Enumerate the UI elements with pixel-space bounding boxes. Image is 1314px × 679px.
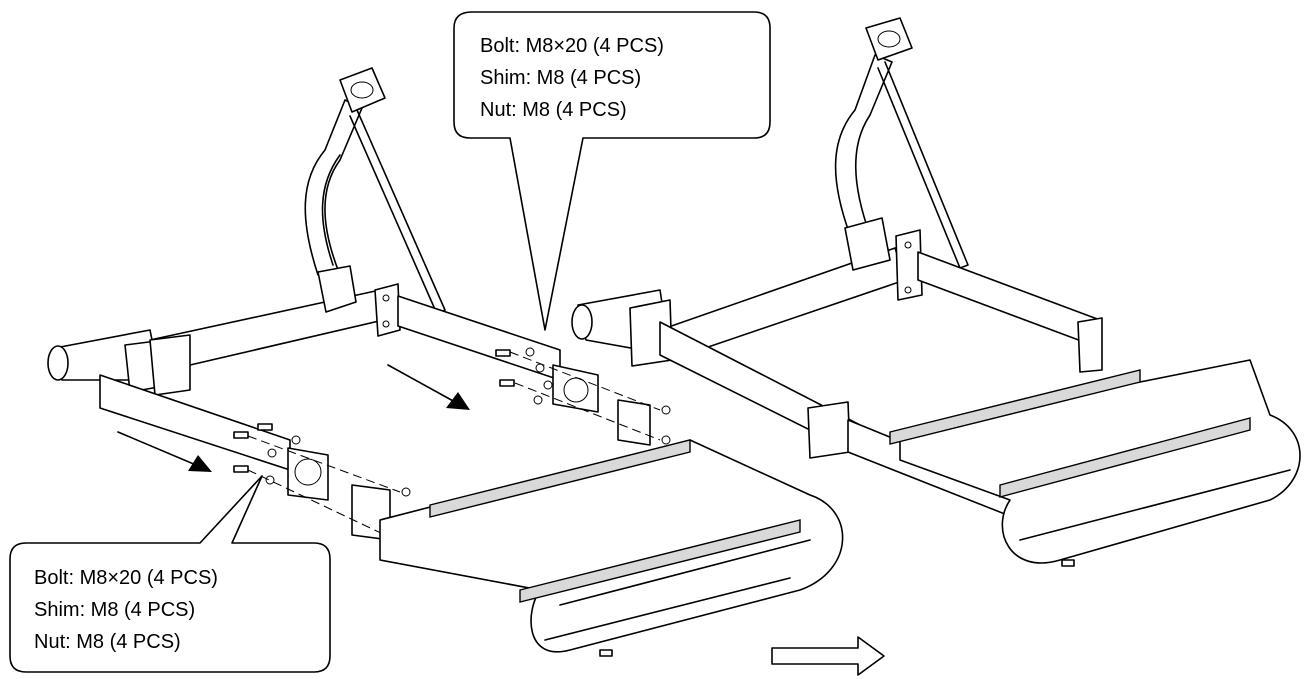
left-frame-assembly: [47, 67, 844, 657]
washer-icon: [525, 347, 535, 357]
washer-icon: [533, 395, 543, 405]
callout-bottom-nut: Nut: M8 (4 PCS): [34, 631, 181, 653]
callout-bottom-shim: Shim: M8 (4 PCS): [34, 599, 195, 621]
bolt-icon: [495, 349, 511, 357]
left-hardware-rear: [495, 347, 671, 446]
flange-plate: [1077, 317, 1103, 373]
washer-icon: [543, 380, 553, 390]
nut-icon: [661, 405, 671, 415]
flange-plate: [287, 447, 329, 501]
washer-icon: [291, 435, 301, 445]
callout-bottom: Bolt: M8×20 (4 PCS) Shim: M8 (4 PCS) Nut…: [9, 475, 331, 673]
left-footrest-loop: [379, 439, 844, 657]
callout-bottom-bolt: Bolt: M8×20 (4 PCS): [34, 567, 218, 589]
bolt-icon: [499, 379, 515, 387]
washer-icon: [265, 475, 275, 485]
right-frame-assembly: [571, 17, 1301, 567]
right-footrest-loop: [889, 359, 1301, 567]
bolt-icon: [257, 423, 273, 431]
left-rear-crossbar: [145, 265, 561, 381]
left-insert-arrows: [117, 364, 470, 472]
washer-icon: [267, 448, 277, 458]
right-rear-crossbar: [659, 217, 1103, 373]
left-front-crossbar: [47, 329, 291, 471]
flange-plate: [617, 399, 651, 446]
right-upright-post: [834, 17, 969, 269]
arrow-down-right-icon: [188, 455, 212, 472]
callout-top-nut: Nut: M8 (4 PCS): [480, 99, 627, 121]
callout-top-bolt: Bolt: M8×20 (4 PCS): [480, 35, 664, 57]
callout-top-shim: Shim: M8 (4 PCS): [480, 67, 641, 89]
flange-plate: [552, 364, 599, 413]
arrow-right-outline-icon: [771, 636, 885, 676]
nut-icon: [661, 435, 671, 445]
callout-top: Bolt: M8×20 (4 PCS) Shim: M8 (4 PCS) Nut…: [453, 11, 771, 331]
right-front-crossbar: [571, 289, 1021, 521]
nut-icon: [401, 487, 411, 497]
arrow-down-right-icon: [446, 392, 470, 410]
bolt-icon: [233, 465, 249, 473]
flange-plate: [807, 401, 851, 459]
bolt-icon: [233, 431, 249, 439]
